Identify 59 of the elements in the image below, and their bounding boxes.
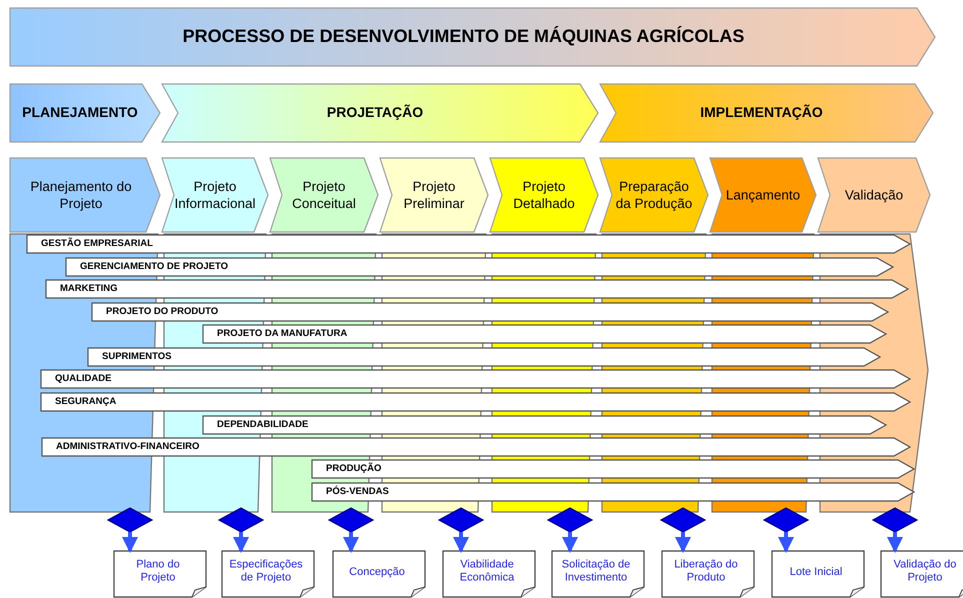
document-shape: [333, 551, 425, 597]
document-label: Solicitação de Investimento: [560, 558, 632, 584]
document-shape: [443, 551, 535, 597]
arrow: [562, 532, 578, 553]
gate-diamond: [219, 508, 263, 532]
arrow: [887, 532, 903, 553]
area-label: PROJETO DO PRODUTO: [106, 306, 218, 317]
document-shape: [772, 551, 864, 597]
area-label: MARKETING: [60, 283, 118, 294]
document-label: Especificações de Projeto: [228, 558, 304, 584]
gate-diamond: [661, 508, 705, 532]
area-label: QUALIDADE: [55, 373, 112, 384]
document-label: Validação do Projeto: [892, 558, 958, 584]
document-label: Liberação do Produto: [673, 558, 739, 584]
title-banner: [10, 8, 935, 66]
phase-label: PROJETAÇÃO: [326, 104, 424, 120]
document-label: Viabilidade Econômica: [458, 558, 516, 584]
arrow: [453, 532, 469, 553]
stage-label: Preparação da Produção: [614, 178, 694, 212]
gate-diamond: [873, 508, 917, 532]
document-label: Concepção: [348, 566, 406, 580]
area-label: ADMINISTRATIVO-FINANCEIRO: [56, 441, 200, 452]
arrow: [778, 532, 794, 553]
area-label: SEGURANÇA: [55, 396, 116, 407]
phase-label: PLANEJAMENTO: [21, 104, 139, 120]
stage-label: Lançamento: [724, 186, 802, 204]
title-text: PROCESSO DE DESENVOLVIMENTO DE MÁQUINAS AGRÍCOLAS: [182, 26, 746, 47]
gate-diamond: [108, 508, 152, 532]
stage-label: Projeto Preliminar: [402, 178, 466, 212]
document-shape: [222, 551, 314, 597]
arrow: [343, 532, 359, 553]
stage-label: Projeto Detalhado: [512, 178, 576, 212]
area-label: GESTÃO EMPRESARIAL: [41, 238, 153, 249]
area-label: GERENCIAMENTO DE PROJETO: [80, 261, 228, 272]
phase-label: IMPLEMENTAÇÃO: [699, 104, 824, 120]
arrow: [675, 532, 691, 553]
stage-label: Projeto Informacional: [174, 178, 256, 212]
gate-diamond: [548, 508, 592, 532]
document-shape: [552, 551, 644, 597]
phase-banner: [10, 84, 160, 142]
gate-diamond: [329, 508, 373, 532]
document-shape: [114, 551, 206, 597]
stage-label: Planejamento do Projeto: [29, 178, 133, 212]
area-label: DEPENDABILIDADE: [217, 419, 308, 430]
document-shape: [662, 551, 754, 597]
area-label: PÓS-VENDAS: [326, 486, 389, 497]
document-shape: [881, 551, 963, 597]
document-label: Plano do Projeto: [135, 558, 181, 584]
phase-banner: [600, 84, 933, 142]
area-label: SUPRIMENTOS: [102, 351, 172, 362]
gate-diamond: [439, 508, 483, 532]
area-label: PRODUÇÃO: [326, 463, 382, 474]
stage-label: Projeto Conceitual: [291, 178, 357, 212]
arrow: [233, 532, 249, 553]
arrow: [122, 532, 138, 553]
document-label: Lote Inicial: [788, 566, 844, 580]
gate-diamond: [764, 508, 808, 532]
stage-label: Validação: [844, 186, 904, 204]
area-label: PROJETO DA MANUFATURA: [217, 328, 348, 339]
